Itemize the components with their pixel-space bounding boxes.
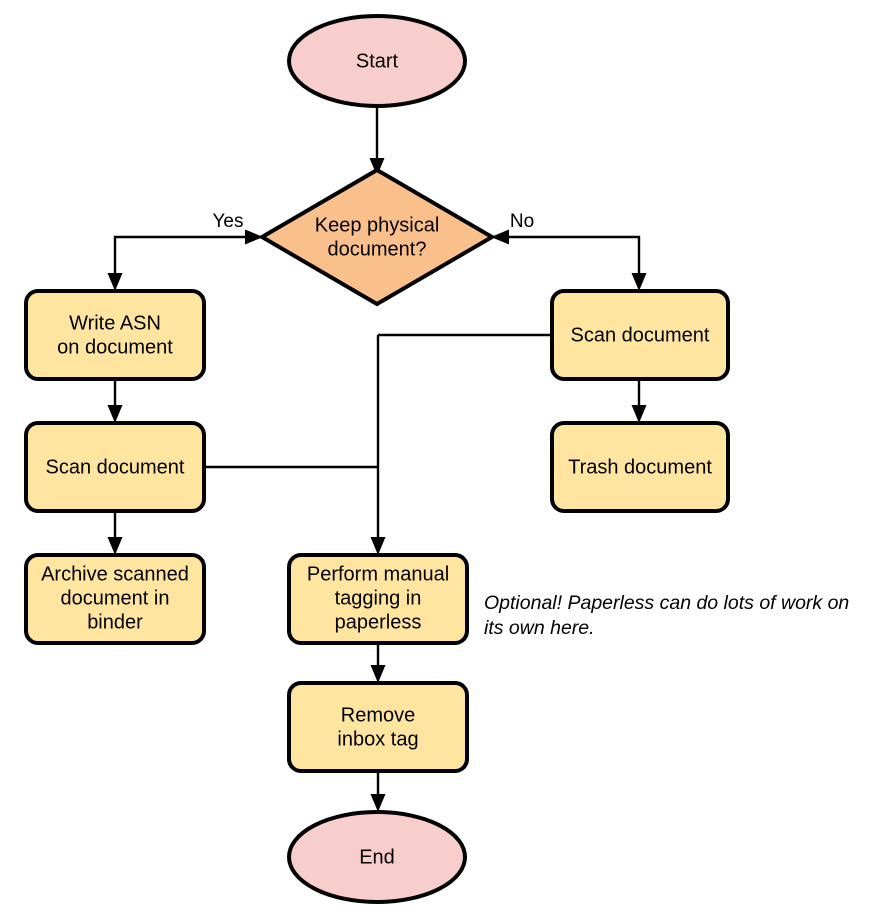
remove-inbox-tag-label-line2: inbox tag xyxy=(337,728,418,750)
arrowhead-icon xyxy=(491,229,509,245)
edge-scan-left-to-archive xyxy=(107,511,123,555)
write-asn-label-line2: on document xyxy=(57,336,173,358)
edge-remove-inbox-tag-to-end xyxy=(370,771,386,812)
node-trash-document[interactable]: Trash document xyxy=(550,421,730,513)
remove-inbox-tag-label-line1: Remove xyxy=(341,704,415,726)
arrowhead-icon xyxy=(107,273,123,291)
archive-label-line1: Archive scanned xyxy=(41,563,189,585)
start-shape[interactable] xyxy=(287,14,467,108)
write-asn-shape[interactable] xyxy=(24,289,206,381)
manual-tagging-label-line1: Perform manual xyxy=(307,563,449,585)
arrowhead-icon xyxy=(370,537,386,555)
node-archive-scanned-document[interactable]: Archive scanned document in binder xyxy=(24,553,206,645)
arrowhead-icon xyxy=(631,273,647,291)
start-label: Start xyxy=(356,50,399,72)
trash-shape[interactable] xyxy=(550,421,730,513)
edge-label-no: No xyxy=(510,211,534,232)
decision-label-line1: Keep physical xyxy=(315,214,440,236)
edge-line xyxy=(113,235,258,280)
node-end[interactable]: End xyxy=(287,810,467,904)
node-remove-inbox-tag[interactable]: Remove inbox tag xyxy=(287,681,469,773)
annotation-optional-note: Optional! Paperless can do lots of work … xyxy=(484,592,849,639)
manual-tagging-shape[interactable] xyxy=(287,553,469,645)
edge-scan-right-to-trash xyxy=(631,379,647,423)
node-scan-document-right[interactable]: Scan document xyxy=(550,289,730,381)
node-decision-keep-physical-document[interactable]: Keep physical document? xyxy=(258,167,496,307)
edge-label-yes: Yes xyxy=(213,211,244,232)
scan-right-label: Scan document xyxy=(571,324,710,346)
edge-merge-rail-to-manual-tagging xyxy=(370,335,386,555)
scan-left-shape[interactable] xyxy=(24,421,206,513)
arrowhead-icon xyxy=(107,405,123,423)
archive-label-line2: document in xyxy=(61,587,170,609)
manual-tagging-label-line2: tagging in xyxy=(335,587,422,609)
scan-left-label: Scan document xyxy=(46,456,185,478)
end-label: End xyxy=(359,846,395,868)
node-scan-document-left[interactable]: Scan document xyxy=(24,421,206,513)
scan-right-shape[interactable] xyxy=(550,289,730,381)
edge-write-asn-to-scan-left xyxy=(107,379,123,423)
optional-note-line1: Optional! Paperless can do lots of work … xyxy=(484,592,849,614)
arrowhead-icon xyxy=(107,537,123,555)
end-shape[interactable] xyxy=(287,810,467,904)
node-write-asn-on-document[interactable]: Write ASN on document xyxy=(24,289,206,381)
node-start[interactable]: Start xyxy=(287,14,467,108)
node-perform-manual-tagging[interactable]: Perform manual tagging in paperless xyxy=(287,553,469,645)
remove-inbox-tag-shape[interactable] xyxy=(287,681,469,773)
arrowhead-icon xyxy=(370,794,386,812)
decision-label-line2: document? xyxy=(328,238,427,260)
arrowhead-icon xyxy=(370,665,386,683)
trash-label: Trash document xyxy=(568,456,712,478)
write-asn-label-line1: Write ASN xyxy=(69,312,161,334)
archive-label-line3: binder xyxy=(87,611,143,633)
arrowhead-icon xyxy=(245,229,263,245)
optional-note-line2: its own here. xyxy=(484,617,595,639)
arrowhead-icon xyxy=(631,405,647,423)
edge-decision-no-to-scan-right xyxy=(491,229,647,291)
manual-tagging-label-line3: paperless xyxy=(335,611,422,633)
edge-line xyxy=(496,235,641,280)
edge-start-to-decision xyxy=(369,106,385,176)
edge-decision-yes-to-write-asn xyxy=(107,229,263,291)
arrowhead-icon xyxy=(369,158,385,176)
decision-shape[interactable] xyxy=(258,167,496,307)
archive-shape[interactable] xyxy=(24,553,206,645)
edge-manual-tagging-to-remove-inbox-tag xyxy=(370,643,386,683)
